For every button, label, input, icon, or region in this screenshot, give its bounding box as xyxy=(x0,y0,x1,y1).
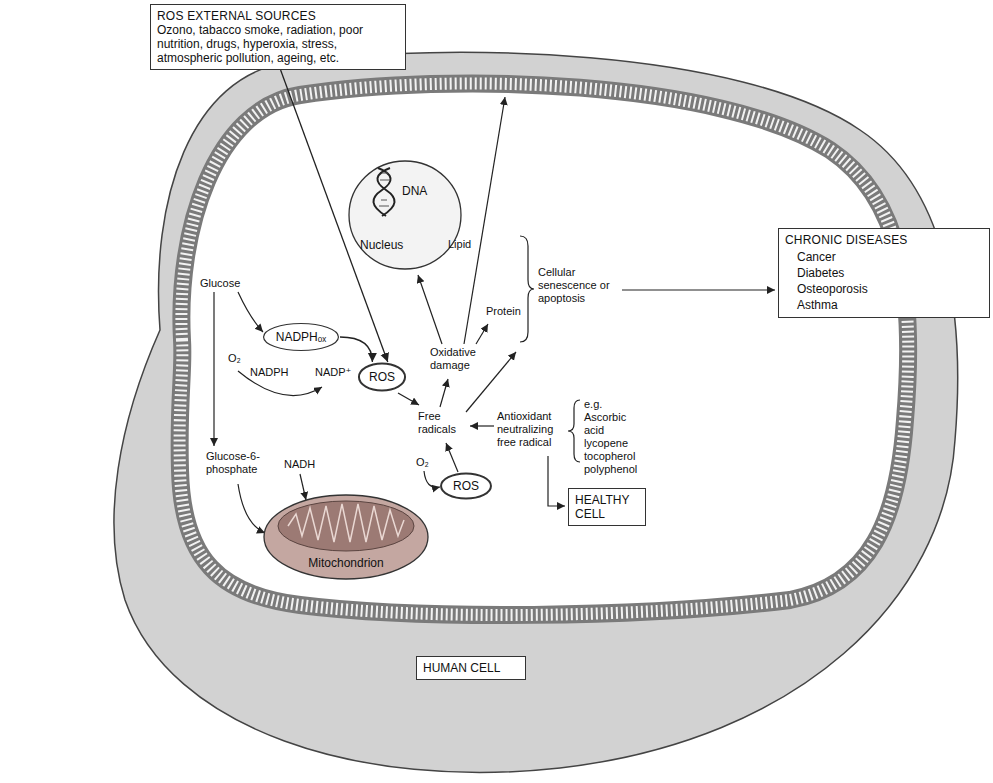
arrow xyxy=(622,289,775,290)
dna-helix xyxy=(377,168,394,216)
arrow xyxy=(476,324,488,344)
source-box: ROS EXTERNAL SOURCESOzono, tabacco smoke… xyxy=(150,4,406,70)
molecule-label: NADPH xyxy=(250,366,289,379)
ellipse-outline xyxy=(264,324,339,351)
nucleus-envelope xyxy=(349,161,461,269)
membrane-lipids xyxy=(180,83,909,615)
nucleus-outline xyxy=(348,160,462,270)
box-body: Ozono, tabacco smoke, radiation, poor nu… xyxy=(157,23,399,65)
arrow xyxy=(440,379,448,407)
ros-label: ROS xyxy=(453,479,479,493)
outcome-label: HEALTHY CELL xyxy=(575,493,639,521)
arrow xyxy=(548,456,565,506)
disease-box: CHRONIC DISEASES Cancer Diabetes Osteopor… xyxy=(778,228,990,318)
box-heading: CHRONIC DISEASES xyxy=(785,233,983,247)
molecule-label: NADP⁺ xyxy=(315,366,351,379)
cristae xyxy=(288,504,404,542)
bracket xyxy=(568,400,580,462)
arrow xyxy=(238,484,265,533)
arrow xyxy=(466,352,516,412)
box-heading: ROS EXTERNAL SOURCES xyxy=(157,9,399,23)
outcome-box: HEALTHY CELL xyxy=(568,488,646,526)
arrow xyxy=(300,474,306,500)
process-label: Oxidative damage xyxy=(430,346,486,372)
arrow xyxy=(418,275,442,344)
process-label: Antioxidant neutralizing free radical xyxy=(497,410,561,449)
bracket xyxy=(520,236,534,342)
arrow xyxy=(238,292,263,332)
nucleus-circle: DNA Nucleus xyxy=(348,160,462,270)
connector-arrow xyxy=(340,337,372,362)
organelle-label: Mitochondrion xyxy=(262,556,430,570)
enzyme-label: NADPHₒₓ xyxy=(276,330,326,344)
ros-label: ROS xyxy=(369,370,395,384)
arrow xyxy=(424,471,440,487)
example-list: e.g. Ascorbic acid lycopene tocopherol p… xyxy=(584,398,642,476)
outcome-label: Cellular senescence or apoptosis xyxy=(538,266,618,305)
arrow xyxy=(213,292,214,446)
target-label: Lipid xyxy=(448,238,471,251)
mitochondrion: Mitochondrion xyxy=(262,492,430,582)
molecule-label: O₂ xyxy=(416,456,429,469)
disease-list: Cancer Diabetes Osteoporosis Asthma xyxy=(797,249,868,313)
ros-ellipse: ROS xyxy=(440,472,492,500)
title-box: HUMAN CELL xyxy=(416,656,526,680)
ellipse-outline xyxy=(359,364,405,391)
cell-membrane xyxy=(180,83,909,615)
mitochondrion-inner xyxy=(278,501,414,551)
molecule-label: O₂ xyxy=(228,352,241,365)
arrow xyxy=(470,425,494,426)
nucleus-label: Nucleus xyxy=(360,238,403,252)
arrow xyxy=(398,393,419,405)
ellipse-outline xyxy=(441,473,491,498)
process-label: Free radicals xyxy=(418,410,464,436)
arrow xyxy=(446,443,458,472)
molecule-label: NADH xyxy=(284,458,315,471)
cell-body xyxy=(114,52,958,772)
dna-label: DNA xyxy=(402,184,427,198)
ros-ellipse: ROS xyxy=(358,362,406,392)
metabolite-label: Glucose-6-phosphate xyxy=(206,450,272,476)
target-label: Protein xyxy=(486,305,521,318)
dna-rungs xyxy=(379,173,390,206)
enzyme-ellipse: NADPHₒₓ xyxy=(262,322,340,352)
metabolite-label: Glucose xyxy=(200,277,240,290)
cell-label: HUMAN CELL xyxy=(423,661,519,675)
